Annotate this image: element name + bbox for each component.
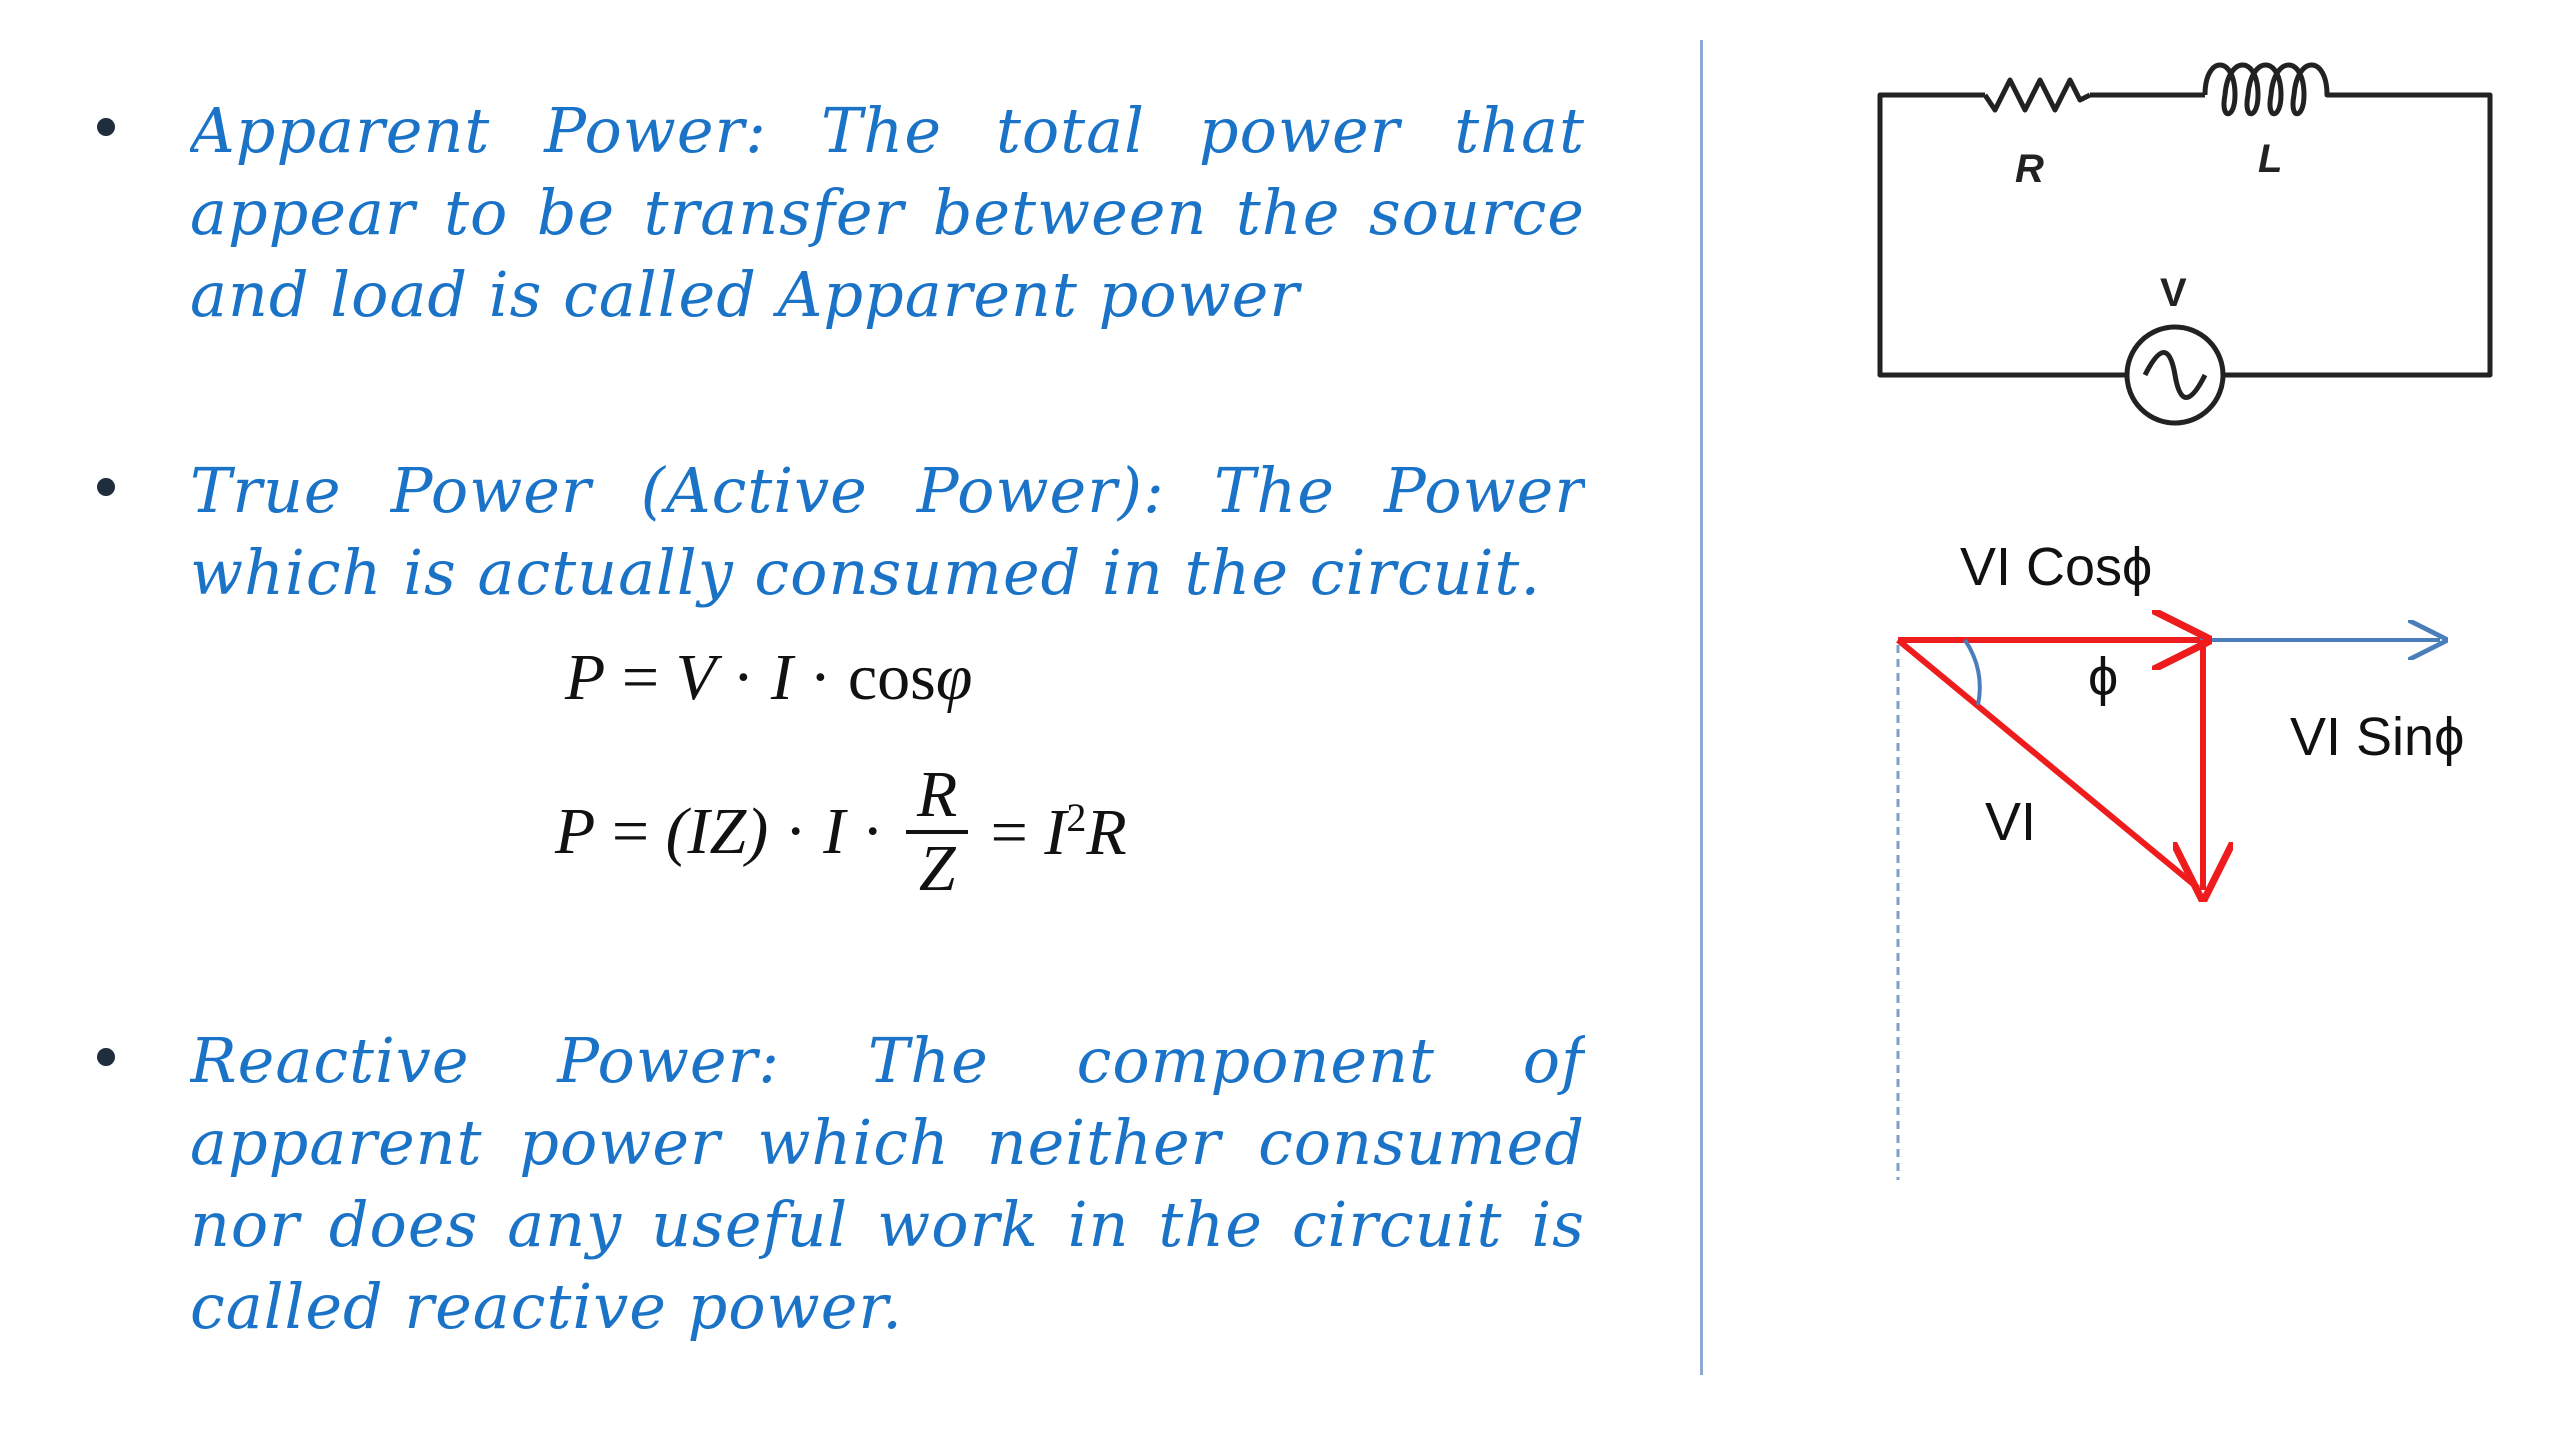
formula-symbol: ·: [784, 795, 807, 868]
bullet-true-power: True Power (Active Power): The Power whi…: [97, 450, 1585, 614]
formula-symbol: =: [621, 641, 660, 714]
formula-symbol: =: [990, 795, 1028, 869]
bullet-text-line: True Power (Active Power): The Power: [190, 454, 1585, 527]
formula-symbol: P: [565, 641, 606, 714]
circuit-wire: [1877, 92, 2125, 378]
formula-symbol: V: [675, 641, 716, 714]
phi-angle-arc: [1963, 638, 1982, 706]
vi-phasor: [1896, 637, 2200, 891]
formula-exponent: 2: [1066, 794, 1087, 840]
formula-symbol: P: [555, 795, 596, 868]
formula-fraction: R Z: [906, 758, 969, 905]
formula-symbol: φ: [935, 641, 973, 714]
formula-symbol: I: [1044, 795, 1067, 869]
bullet-text-line: Reactive Power: The component of: [190, 1024, 1585, 1097]
formula-symbol: R: [1086, 795, 1127, 869]
bullet-text-line: appear to be transfer between the source: [190, 176, 1585, 249]
bullet-text-line: Apparent Power: The total power that: [190, 94, 1585, 167]
bullet-apparent-power: Apparent Power: The total power that app…: [97, 90, 1585, 336]
ac-source-wave: [2142, 350, 2208, 400]
bullet-text-line: which is actually consumed in the circui…: [190, 536, 1542, 609]
rl-circuit-diagram: [1877, 62, 2493, 426]
vi-label: VI: [1985, 792, 2036, 852]
fraction-denominator: Z: [918, 832, 956, 905]
formula-symbol: I: [823, 795, 846, 868]
formula-symbol: ·: [809, 641, 832, 714]
bullet-text-line: apparent power which neither consumed: [190, 1106, 1585, 1179]
bullet-marker: [97, 1048, 115, 1066]
bullet-text-line: called reactive power.: [190, 1270, 903, 1343]
vi-cos-label: VI Cosϕ: [1960, 537, 2152, 597]
formula-symbol: =: [611, 795, 650, 868]
bullet-marker: [97, 118, 115, 136]
circuit-wire: [2225, 92, 2493, 378]
ac-source-symbol: [2124, 324, 2226, 426]
formula-symbol: I: [770, 641, 793, 714]
formula-power-i2r: P = (IZ) · I · R Z = I2R: [555, 760, 1127, 904]
formula-symbol: (IZ): [665, 795, 769, 868]
bullet-reactive-power: Reactive Power: The component of apparen…: [97, 1020, 1585, 1348]
bullet-text-line: nor does any useful work in the circuit …: [190, 1188, 1585, 1261]
fraction-bar: [906, 830, 969, 834]
formula-power-cos: P = V · I · cosφ: [565, 640, 972, 716]
column-divider: [1700, 40, 1703, 1375]
phasor-diagram: [1896, 637, 2440, 1180]
inductor-label: L: [2258, 137, 2282, 181]
resistor-symbol: [1982, 77, 2092, 113]
vi-sin-label: VI Sinϕ: [2290, 707, 2464, 767]
phi-label: ϕ: [2088, 647, 2118, 707]
fraction-numerator: R: [917, 758, 958, 831]
bullet-marker: [97, 478, 115, 496]
inductor-symbol: [2202, 62, 2355, 117]
resistor-label: R: [2015, 147, 2044, 191]
formula-symbol: ·: [861, 795, 884, 868]
formula-symbol: ·: [732, 641, 755, 714]
bullet-text-line: and load is called Apparent power: [190, 258, 1301, 331]
formula-symbol: cos: [847, 641, 936, 714]
source-label: V: [2160, 271, 2187, 315]
